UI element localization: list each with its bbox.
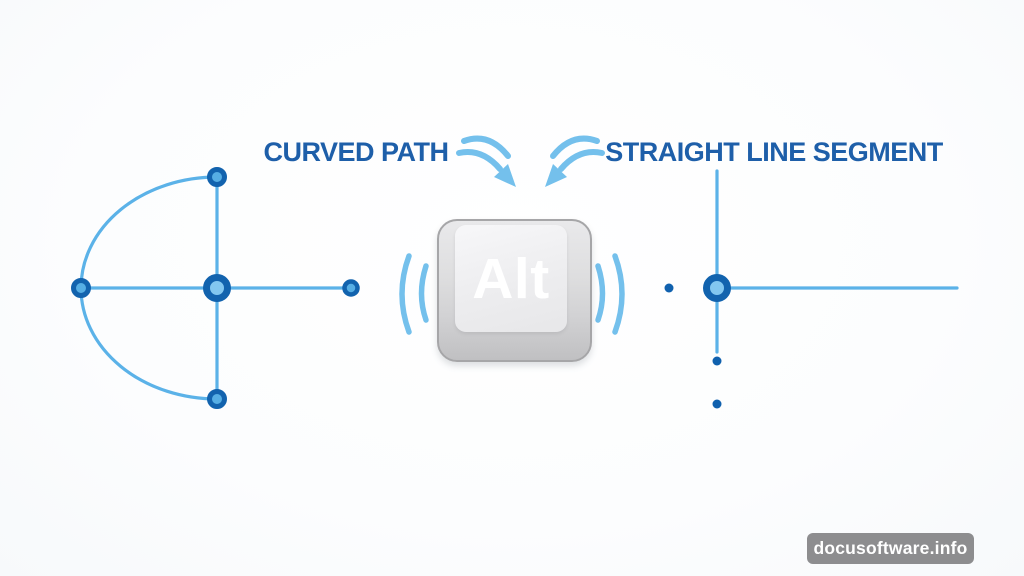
arrow-right-head [545,164,567,187]
curved-path-figure [71,167,360,409]
point-dot-below-2 [712,399,722,409]
alt-key: Alt [437,219,592,362]
vibration-waves-left-icon [399,253,429,335]
wave-right-inner [595,263,606,323]
alt-key-label: Alt [472,246,550,311]
arrow-right-icon [545,135,605,187]
arrow-right-lower-stroke [558,149,605,172]
anchor-node-right-end [342,279,360,297]
arrow-left-upper-stroke [461,135,511,159]
arrow-left-icon [456,135,516,187]
anchor-node-top [207,167,227,187]
point-dot-below-1 [712,356,722,366]
alt-keycap: Alt [455,225,567,332]
arrow-right-upper-stroke [550,135,600,159]
straight-center-anchor-node [703,274,731,302]
wave-left-outer [399,253,412,335]
point-dot-left [664,283,674,293]
anchor-node-bottom [207,389,227,409]
vibration-waves-right-icon [595,253,625,335]
arrow-left-head [494,164,516,187]
wave-right-outer [612,253,625,335]
straight-line-segment-label: STRAIGHT LINE SEGMENT [605,137,943,167]
wave-left-inner [418,263,429,323]
anchor-node-left [71,278,91,298]
arrow-left-lower-stroke [456,149,503,172]
curved-path-label: CURVED PATH [263,137,449,167]
watermark-badge: docusoftware.info [807,533,974,564]
straight-line-figure [664,169,959,409]
center-anchor-node [203,274,231,302]
